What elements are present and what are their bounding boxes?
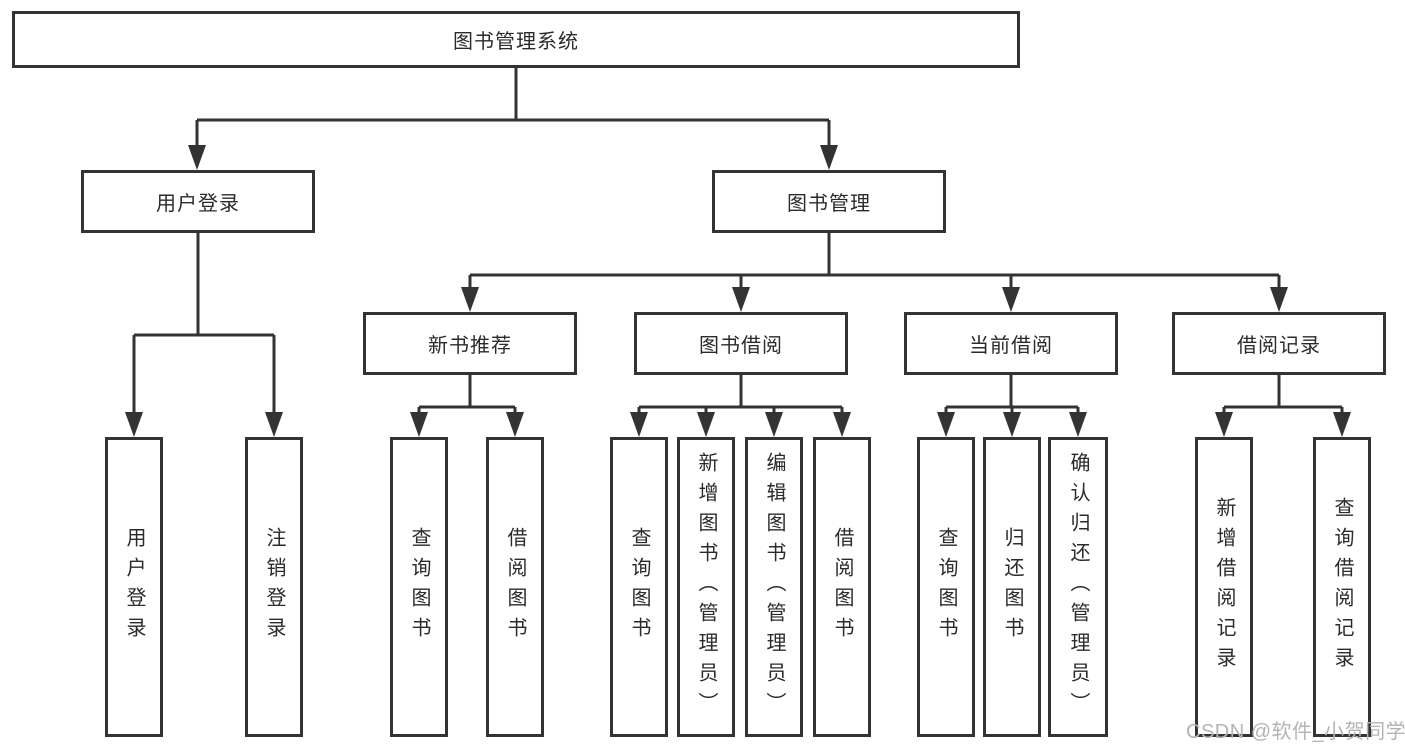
leaf-confirm-return-admin-label: 确认归还（管理员）	[1067, 452, 1089, 722]
leaf-confirm-return-admin: 确认归还（管理员）	[1048, 437, 1108, 737]
leaf-edit-book-admin: 编辑图书（管理员）	[745, 437, 803, 737]
leaf-return-book: 归还图书	[983, 437, 1041, 737]
leaf-user-login: 用户登录	[105, 437, 163, 737]
node-current-borrow-label: 当前借阅	[969, 335, 1053, 357]
leaf-borrow-book-recommend: 借阅图书	[486, 437, 544, 737]
leaf-query-borrow-record: 查询借阅记录	[1313, 437, 1371, 737]
connector-root-to-level2	[195, 68, 831, 152]
arrow-down-icon	[1002, 287, 1020, 312]
connector-current-borrow-children	[944, 375, 1080, 419]
node-new-book-recommend-label: 新书推荐	[428, 335, 512, 357]
leaf-query-book-current: 查询图书	[917, 437, 975, 737]
leaf-logout: 注销登录	[245, 437, 303, 737]
leaf-borrow-book-label: 借阅图书	[831, 527, 853, 647]
node-borrow-record-label: 借阅记录	[1237, 335, 1321, 357]
leaf-query-book-recommend-label: 查询图书	[408, 527, 430, 647]
leaf-add-book-admin: 新增图书（管理员）	[677, 437, 735, 737]
leaf-add-borrow-record-label: 新增借阅记录	[1213, 497, 1235, 677]
arrow-down-icon	[732, 287, 750, 312]
leaf-return-book-label: 归还图书	[1001, 527, 1023, 647]
arrow-down-icon	[410, 412, 428, 437]
arrow-down-icon	[697, 412, 715, 437]
node-book-management-label: 图书管理	[787, 193, 871, 215]
arrow-down-icon	[1333, 412, 1351, 437]
arrow-down-icon	[461, 287, 479, 312]
node-root: 图书管理系统	[12, 11, 1020, 68]
node-user-login-label: 用户登录	[156, 193, 240, 215]
node-root-label: 图书管理系统	[453, 31, 579, 53]
leaf-add-borrow-record: 新增借阅记录	[1195, 437, 1253, 737]
leaf-borrow-book: 借阅图书	[813, 437, 871, 737]
arrow-down-icon	[1270, 287, 1288, 312]
node-borrow-record: 借阅记录	[1172, 312, 1386, 375]
node-current-borrow: 当前借阅	[904, 312, 1118, 375]
node-book-management: 图书管理	[712, 170, 946, 233]
connector-user-login-children	[132, 233, 276, 419]
leaf-query-book-borrow: 查询图书	[610, 437, 668, 737]
node-user-login: 用户登录	[81, 170, 315, 233]
node-book-borrow-label: 图书借阅	[699, 335, 783, 357]
leaf-query-book-borrow-label: 查询图书	[628, 527, 650, 647]
leaf-logout-label: 注销登录	[263, 527, 285, 647]
arrow-down-icon	[265, 412, 283, 437]
leaf-add-book-admin-label: 新增图书（管理员）	[695, 452, 717, 722]
arrow-down-icon	[188, 145, 206, 170]
arrow-down-icon	[765, 412, 783, 437]
arrow-down-icon	[1215, 412, 1233, 437]
connector-book-management-children	[468, 233, 1281, 294]
connector-borrow-record-children	[1222, 375, 1344, 419]
arrow-down-icon	[1003, 412, 1021, 437]
arrow-down-icon	[937, 412, 955, 437]
leaf-borrow-book-recommend-label: 借阅图书	[504, 527, 526, 647]
arrow-down-icon	[833, 412, 851, 437]
node-book-borrow: 图书借阅	[634, 312, 848, 375]
connector-new-book-recommend-children	[417, 375, 517, 419]
arrow-down-icon	[820, 145, 838, 170]
leaf-user-login-label: 用户登录	[123, 527, 145, 647]
connector-book-borrow-children	[637, 375, 844, 419]
arrow-down-icon	[1069, 412, 1087, 437]
csdn-watermark: CSDN @软件_小贺同学	[1186, 721, 1405, 743]
leaf-query-book-recommend: 查询图书	[390, 437, 448, 737]
leaf-query-book-current-label: 查询图书	[935, 527, 957, 647]
leaf-query-borrow-record-label: 查询借阅记录	[1331, 497, 1353, 677]
arrow-down-icon	[630, 412, 648, 437]
leaf-edit-book-admin-label: 编辑图书（管理员）	[763, 452, 785, 722]
arrow-down-icon	[125, 412, 143, 437]
arrow-down-icon	[506, 412, 524, 437]
node-new-book-recommend: 新书推荐	[363, 312, 577, 375]
